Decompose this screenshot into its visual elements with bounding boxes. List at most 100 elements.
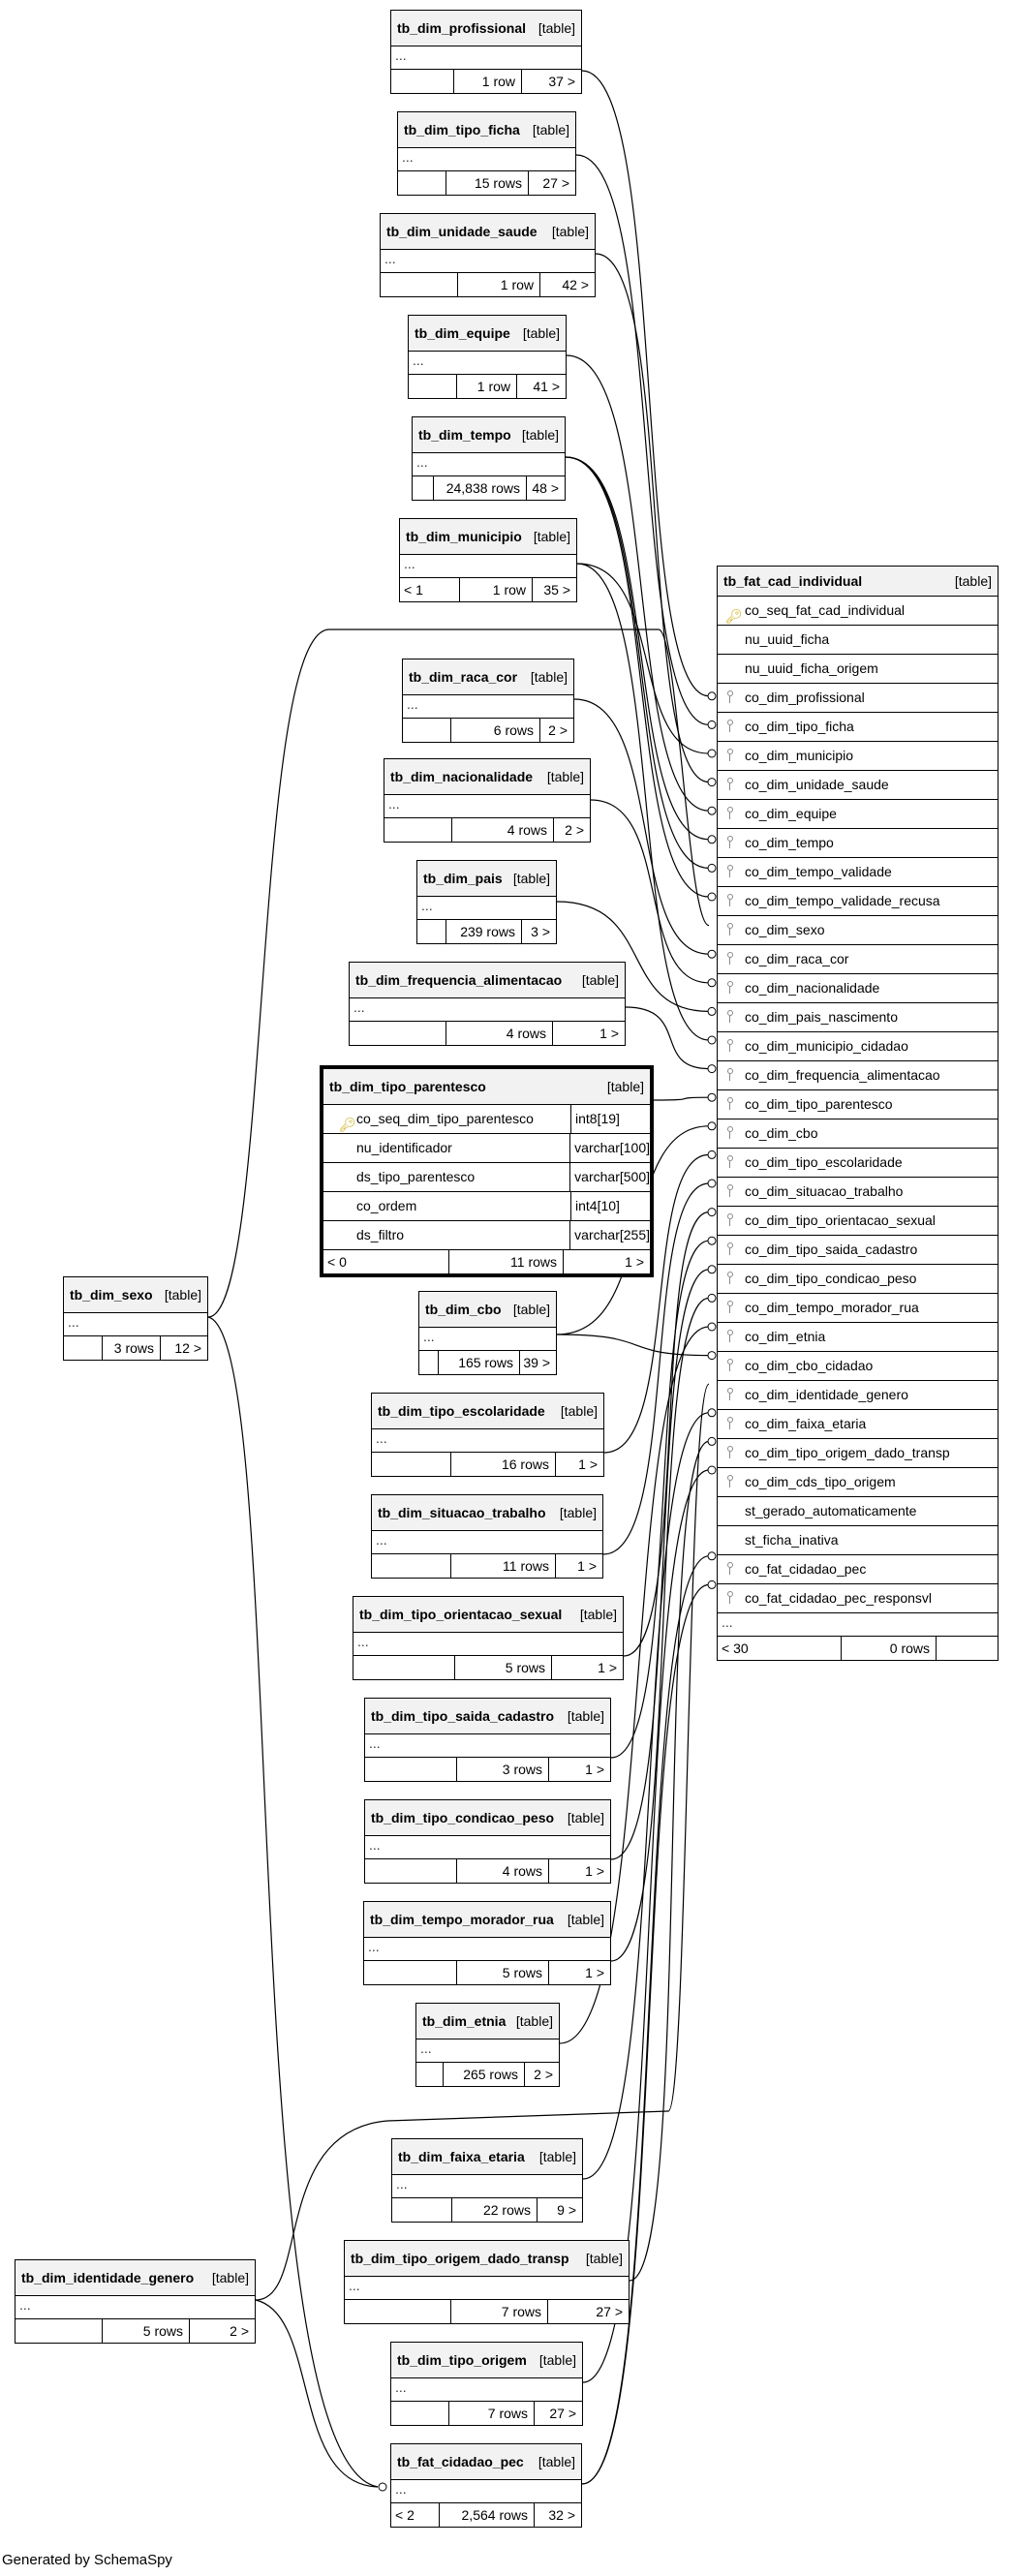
column-row[interactable]: co_dim_profissional bbox=[718, 684, 998, 713]
table-tb_fat_cad_individual[interactable]: tb_fat_cad_individual[table] 🔑︎co_seq_fa… bbox=[717, 566, 999, 1661]
parents-count[interactable]: < 30 bbox=[718, 1637, 842, 1660]
column-row[interactable]: co_dim_cbo bbox=[718, 1119, 998, 1149]
column-row[interactable]: 🔑︎co_seq_fat_cad_individual bbox=[718, 597, 998, 626]
children-count[interactable]: 32 > bbox=[548, 2507, 575, 2523]
table-tb_dim_tipo_escolaridade[interactable]: tb_dim_tipo_escolaridade[table] ... 16 r… bbox=[371, 1393, 604, 1477]
table-tb_dim_tipo_condicao_peso[interactable]: tb_dim_tipo_condicao_peso[table] ... 4 r… bbox=[364, 1799, 611, 1884]
table-tag: [table] bbox=[546, 769, 584, 784]
children-count[interactable]: 27 > bbox=[549, 2406, 576, 2421]
column-row[interactable]: co_dim_situacao_trabalho bbox=[718, 1178, 998, 1207]
children-count[interactable]: 35 > bbox=[543, 582, 570, 598]
column-row[interactable]: co_dim_unidade_saude bbox=[718, 771, 998, 800]
column-row[interactable]: co_dim_tipo_origem_dado_transp bbox=[718, 1439, 998, 1468]
table-tb_dim_tipo_orientacao_sexual[interactable]: tb_dim_tipo_orientacao_sexual[table] ...… bbox=[353, 1596, 624, 1680]
foreign-key-icon bbox=[726, 1039, 733, 1052]
column-row[interactable]: co_dim_tempo_validade_recusa bbox=[718, 887, 998, 916]
children-count[interactable]: 2 > bbox=[565, 822, 584, 838]
children-count[interactable]: 2 > bbox=[534, 2067, 553, 2082]
column-row[interactable]: co_dim_cbo_cidadao bbox=[718, 1352, 998, 1381]
column-row[interactable]: co_dim_etnia bbox=[718, 1323, 998, 1352]
table-tb_dim_identidade_genero[interactable]: tb_dim_identidade_genero[table] ... 5 ro… bbox=[15, 2259, 256, 2344]
column-row[interactable]: co_dim_tipo_orientacao_sexual bbox=[718, 1207, 998, 1236]
children-count[interactable]: 2 > bbox=[230, 2323, 249, 2339]
children-count[interactable]: 42 > bbox=[562, 277, 589, 292]
table-tb_dim_situacao_trabalho[interactable]: tb_dim_situacao_trabalho[table] ... 11 r… bbox=[371, 1494, 603, 1579]
column-row[interactable]: co_dim_tipo_condicao_peso bbox=[718, 1265, 998, 1294]
column-row[interactable]: nu_uuid_ficha_origem bbox=[718, 655, 998, 684]
column-row[interactable]: st_gerado_automaticamente bbox=[718, 1497, 998, 1526]
children-count[interactable]: 27 > bbox=[596, 2304, 623, 2319]
column-row[interactable]: co_dim_tempo bbox=[718, 829, 998, 858]
children-count[interactable]: 39 > bbox=[523, 1355, 550, 1370]
column-row[interactable]: co_dim_tipo_parentesco bbox=[718, 1090, 998, 1119]
table-tb_dim_tipo_parentesco[interactable]: tb_dim_tipo_parentesco[table] 🔑︎co_seq_d… bbox=[320, 1065, 654, 1277]
foreign-key-icon bbox=[726, 1301, 733, 1313]
column-row[interactable]: co_dim_tempo_morador_rua bbox=[718, 1294, 998, 1323]
table-tag: [table] bbox=[530, 669, 568, 685]
column-row[interactable]: co_dim_identidade_genero bbox=[718, 1381, 998, 1410]
children-count[interactable]: 48 > bbox=[532, 480, 559, 496]
column-row[interactable]: co_dim_municipio bbox=[718, 742, 998, 771]
column-row[interactable]: nu_uuid_ficha bbox=[718, 626, 998, 655]
children-count[interactable]: 1 > bbox=[598, 1660, 617, 1675]
column-row[interactable]: co_dim_tempo_validade bbox=[718, 858, 998, 887]
column-row[interactable]: co_dim_tipo_ficha bbox=[718, 713, 998, 742]
column-row[interactable]: co_dim_raca_cor bbox=[718, 945, 998, 974]
children-count[interactable]: 41 > bbox=[533, 379, 560, 394]
column-row[interactable]: co_dim_sexo bbox=[718, 916, 998, 945]
children-count[interactable]: 27 > bbox=[542, 175, 569, 191]
children-count[interactable]: 9 > bbox=[557, 2202, 576, 2218]
column-row[interactable]: co_dim_cds_tipo_origem bbox=[718, 1468, 998, 1497]
column-row[interactable]: st_ficha_inativa bbox=[718, 1526, 998, 1555]
children-count[interactable]: 3 > bbox=[531, 924, 550, 939]
table-tb_dim_tipo_origem_dado_transp[interactable]: tb_dim_tipo_origem_dado_transp[table] ..… bbox=[344, 2240, 630, 2324]
parents-count[interactable]: < 0 bbox=[323, 1250, 449, 1273]
column-row[interactable]: co_dim_tipo_escolaridade bbox=[718, 1149, 998, 1178]
column-row[interactable]: co_fat_cidadao_pec bbox=[718, 1555, 998, 1584]
children-count[interactable]: 1 > bbox=[585, 1863, 604, 1879]
children-count[interactable]: 1 > bbox=[585, 1965, 604, 1980]
table-tb_dim_frequencia_alimentacao[interactable]: tb_dim_frequencia_alimentacao[table] ...… bbox=[349, 962, 626, 1046]
children-count[interactable]: 1 > bbox=[599, 1026, 619, 1041]
parents-count[interactable]: < 2 bbox=[391, 2503, 440, 2527]
column-row[interactable]: co_dim_equipe bbox=[718, 800, 998, 829]
column-row[interactable]: co_dim_pais_nascimento bbox=[718, 1003, 998, 1032]
children-count[interactable]: 2 > bbox=[548, 722, 568, 738]
table-tb_dim_tempo_morador_rua[interactable]: tb_dim_tempo_morador_rua[table] ... 5 ro… bbox=[363, 1901, 611, 1985]
column-row[interactable]: co_dim_faixa_etaria bbox=[718, 1410, 998, 1439]
column-row[interactable]: co_dim_municipio_cidadao bbox=[718, 1032, 998, 1061]
column-row[interactable]: co_fat_cidadao_pec_responsvl bbox=[718, 1584, 998, 1613]
column-name: co_dim_nacionalidade bbox=[745, 980, 880, 996]
children-count[interactable]: 1 > bbox=[585, 1762, 604, 1777]
column-row[interactable]: co_dim_tipo_saida_cadastro bbox=[718, 1236, 998, 1265]
children-count[interactable]: 1 > bbox=[625, 1254, 644, 1270]
table-tb_dim_tipo_saida_cadastro[interactable]: tb_dim_tipo_saida_cadastro[table] ... 3 … bbox=[364, 1698, 611, 1782]
children-count[interactable]: 1 > bbox=[577, 1558, 597, 1574]
children-count[interactable]: 12 > bbox=[174, 1340, 201, 1356]
column-row[interactable]: co_dim_nacionalidade bbox=[718, 974, 998, 1003]
children-count[interactable]: 37 > bbox=[548, 74, 575, 89]
parents-count[interactable]: < 1 bbox=[400, 578, 460, 601]
column-row[interactable]: co_dim_frequencia_alimentacao bbox=[718, 1061, 998, 1090]
children-count[interactable]: 1 > bbox=[578, 1457, 598, 1472]
